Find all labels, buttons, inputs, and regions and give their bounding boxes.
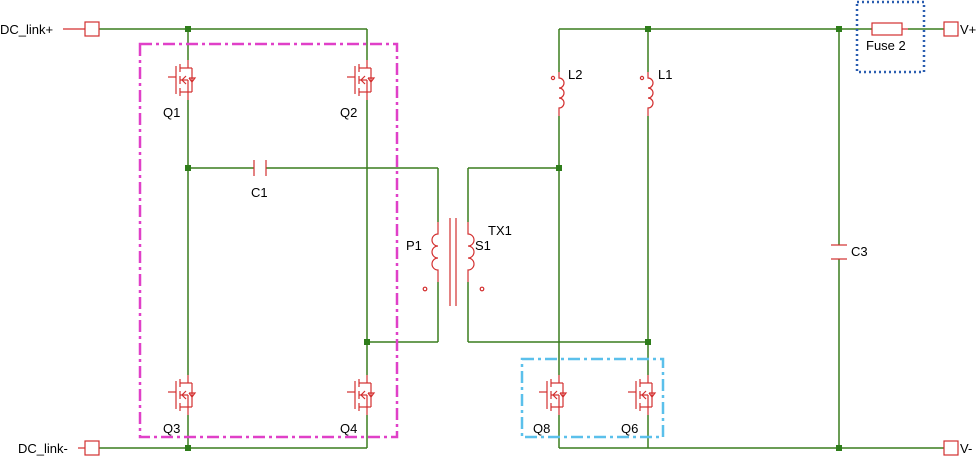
component-label: S1 bbox=[475, 238, 491, 253]
component-label: L2 bbox=[568, 67, 582, 82]
mosfet-q3[interactable]: Q3 bbox=[163, 374, 196, 436]
component-label: Q4 bbox=[340, 421, 357, 436]
mosfet-q8[interactable]: Q8 bbox=[533, 374, 567, 436]
component-label: Fuse 2 bbox=[866, 38, 906, 53]
transformer-tx1[interactable]: P1 S1 TX1 bbox=[406, 218, 512, 306]
component-label: C3 bbox=[851, 244, 868, 259]
mosfet-q4[interactable]: Q4 bbox=[340, 374, 375, 436]
capacitor-c3[interactable]: C3 bbox=[831, 244, 868, 260]
component-label: L1 bbox=[658, 67, 672, 82]
port-label: DC_link- bbox=[18, 441, 68, 456]
mosfet-q2[interactable]: Q2 bbox=[340, 59, 375, 120]
component-label: TX1 bbox=[488, 223, 512, 238]
port-dc-link-plus[interactable]: DC_link+ bbox=[0, 21, 100, 37]
mosfet-q6[interactable]: Q6 bbox=[621, 374, 656, 436]
component-label: Q2 bbox=[340, 105, 357, 120]
fuse-highlight-box bbox=[855, 0, 926, 74]
component-label: P1 bbox=[406, 238, 422, 253]
port-label: DC_link+ bbox=[0, 22, 53, 37]
capacitor-c1[interactable]: C1 bbox=[251, 160, 268, 200]
port-v-minus[interactable]: V- bbox=[943, 440, 972, 456]
mosfet-q1[interactable]: Q1 bbox=[163, 59, 196, 120]
component-label: C1 bbox=[251, 185, 268, 200]
component-label: Q3 bbox=[163, 421, 180, 436]
fuse-2[interactable]: Fuse 2 bbox=[866, 22, 908, 53]
inductor-l1[interactable]: L1 bbox=[639, 67, 672, 116]
rectifier-highlight-box bbox=[520, 357, 665, 439]
full-bridge-highlight-box bbox=[138, 42, 399, 439]
port-label: V+ bbox=[960, 22, 976, 37]
inductor-l2[interactable]: L2 bbox=[550, 67, 582, 116]
port-dc-link-minus[interactable]: DC_link- bbox=[18, 440, 100, 456]
component-label: Q8 bbox=[533, 421, 550, 436]
port-v-plus[interactable]: V+ bbox=[943, 21, 976, 37]
junction-nodes bbox=[185, 26, 842, 451]
component-label: Q1 bbox=[163, 105, 180, 120]
port-label: V- bbox=[960, 441, 972, 456]
component-label: Q6 bbox=[621, 421, 638, 436]
wires bbox=[99, 28, 944, 449]
